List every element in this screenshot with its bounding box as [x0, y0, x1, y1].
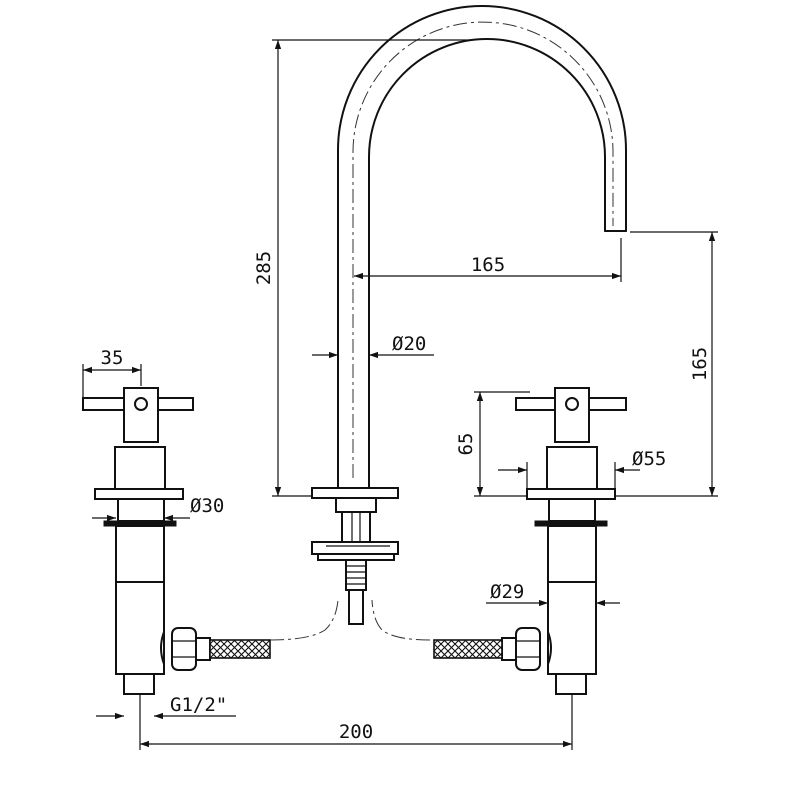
label-flange-diameter: Ø55 — [632, 448, 666, 470]
left-handle-hub — [123, 387, 159, 443]
dim-flange-diameter: Ø55 — [498, 448, 666, 489]
label-body-diameter-right: Ø29 — [490, 581, 524, 603]
left-valve-bonnet — [114, 446, 166, 490]
right-valve-bonnet — [546, 446, 598, 490]
dim-body-diameter-right: Ø29 — [486, 581, 620, 607]
label-center-distance: 200 — [339, 721, 373, 743]
right-hose-nut — [515, 627, 541, 671]
left-valve-body-upper — [115, 525, 165, 583]
dim-spout-diameter: Ø20 — [312, 333, 434, 359]
spout-base-flange — [311, 487, 399, 499]
right-valve-body-upper — [547, 525, 597, 583]
label-spout-outlet-height: 165 — [689, 347, 711, 381]
left-valve-body-lower — [115, 581, 165, 675]
dim-handle-height: 65 — [455, 391, 530, 497]
dim-spout-height: 285 — [253, 39, 470, 497]
right-handle-screw — [565, 397, 579, 411]
right-valve — [433, 387, 627, 695]
left-handle-screw — [134, 397, 148, 411]
spout-tail — [348, 589, 364, 625]
spout-mount-plate — [311, 541, 399, 555]
right-hose-ferrule — [501, 637, 517, 661]
right-valve-shank — [548, 498, 596, 522]
right-handle-hub — [554, 387, 590, 443]
left-valve-shank — [117, 498, 165, 522]
left-valve-elbow — [160, 631, 165, 665]
left-braided-hose — [209, 639, 271, 659]
right-braided-hose — [433, 639, 503, 659]
right-valve-flange — [526, 488, 616, 500]
label-connection-thread: G1/2" — [170, 694, 227, 716]
dim-connection-thread: G1/2" — [96, 694, 236, 720]
left-valve-flange — [94, 488, 184, 500]
label-handle-height: 65 — [455, 433, 477, 456]
right-valve-body-lower — [547, 581, 597, 675]
dimensions: 285 165 165 Ø20 35 — [82, 39, 718, 750]
spout-nut — [341, 511, 371, 543]
right-valve-elbow — [547, 631, 552, 665]
spout-threaded-rod — [345, 559, 367, 591]
spout — [269, 5, 627, 641]
label-spout-reach: 165 — [471, 254, 505, 276]
hose-route-left — [269, 599, 339, 641]
spout-outer-edge — [337, 5, 627, 489]
dim-handle-width: 35 — [82, 347, 142, 398]
hose-route-right — [371, 599, 431, 641]
left-valve-outlet — [123, 673, 155, 695]
dim-spout-outlet-height: 165 — [616, 231, 718, 497]
right-valve-outlet — [555, 673, 587, 695]
spout-inner-edge — [368, 38, 606, 489]
label-spout-height: 285 — [253, 251, 275, 285]
spout-centerline — [352, 21, 614, 478]
dim-center-distance: 200 — [139, 694, 573, 750]
left-hose-nut — [171, 627, 197, 671]
left-hose-ferrule — [195, 637, 211, 661]
left-valve — [82, 387, 271, 695]
label-handle-width: 35 — [101, 347, 124, 369]
dim-body-diameter-left: Ø30 — [92, 495, 224, 522]
label-spout-diameter: Ø20 — [392, 333, 426, 355]
dim-spout-reach: 165 — [354, 238, 622, 282]
spout-shank — [335, 497, 377, 513]
label-body-diameter-left: Ø30 — [190, 495, 224, 517]
